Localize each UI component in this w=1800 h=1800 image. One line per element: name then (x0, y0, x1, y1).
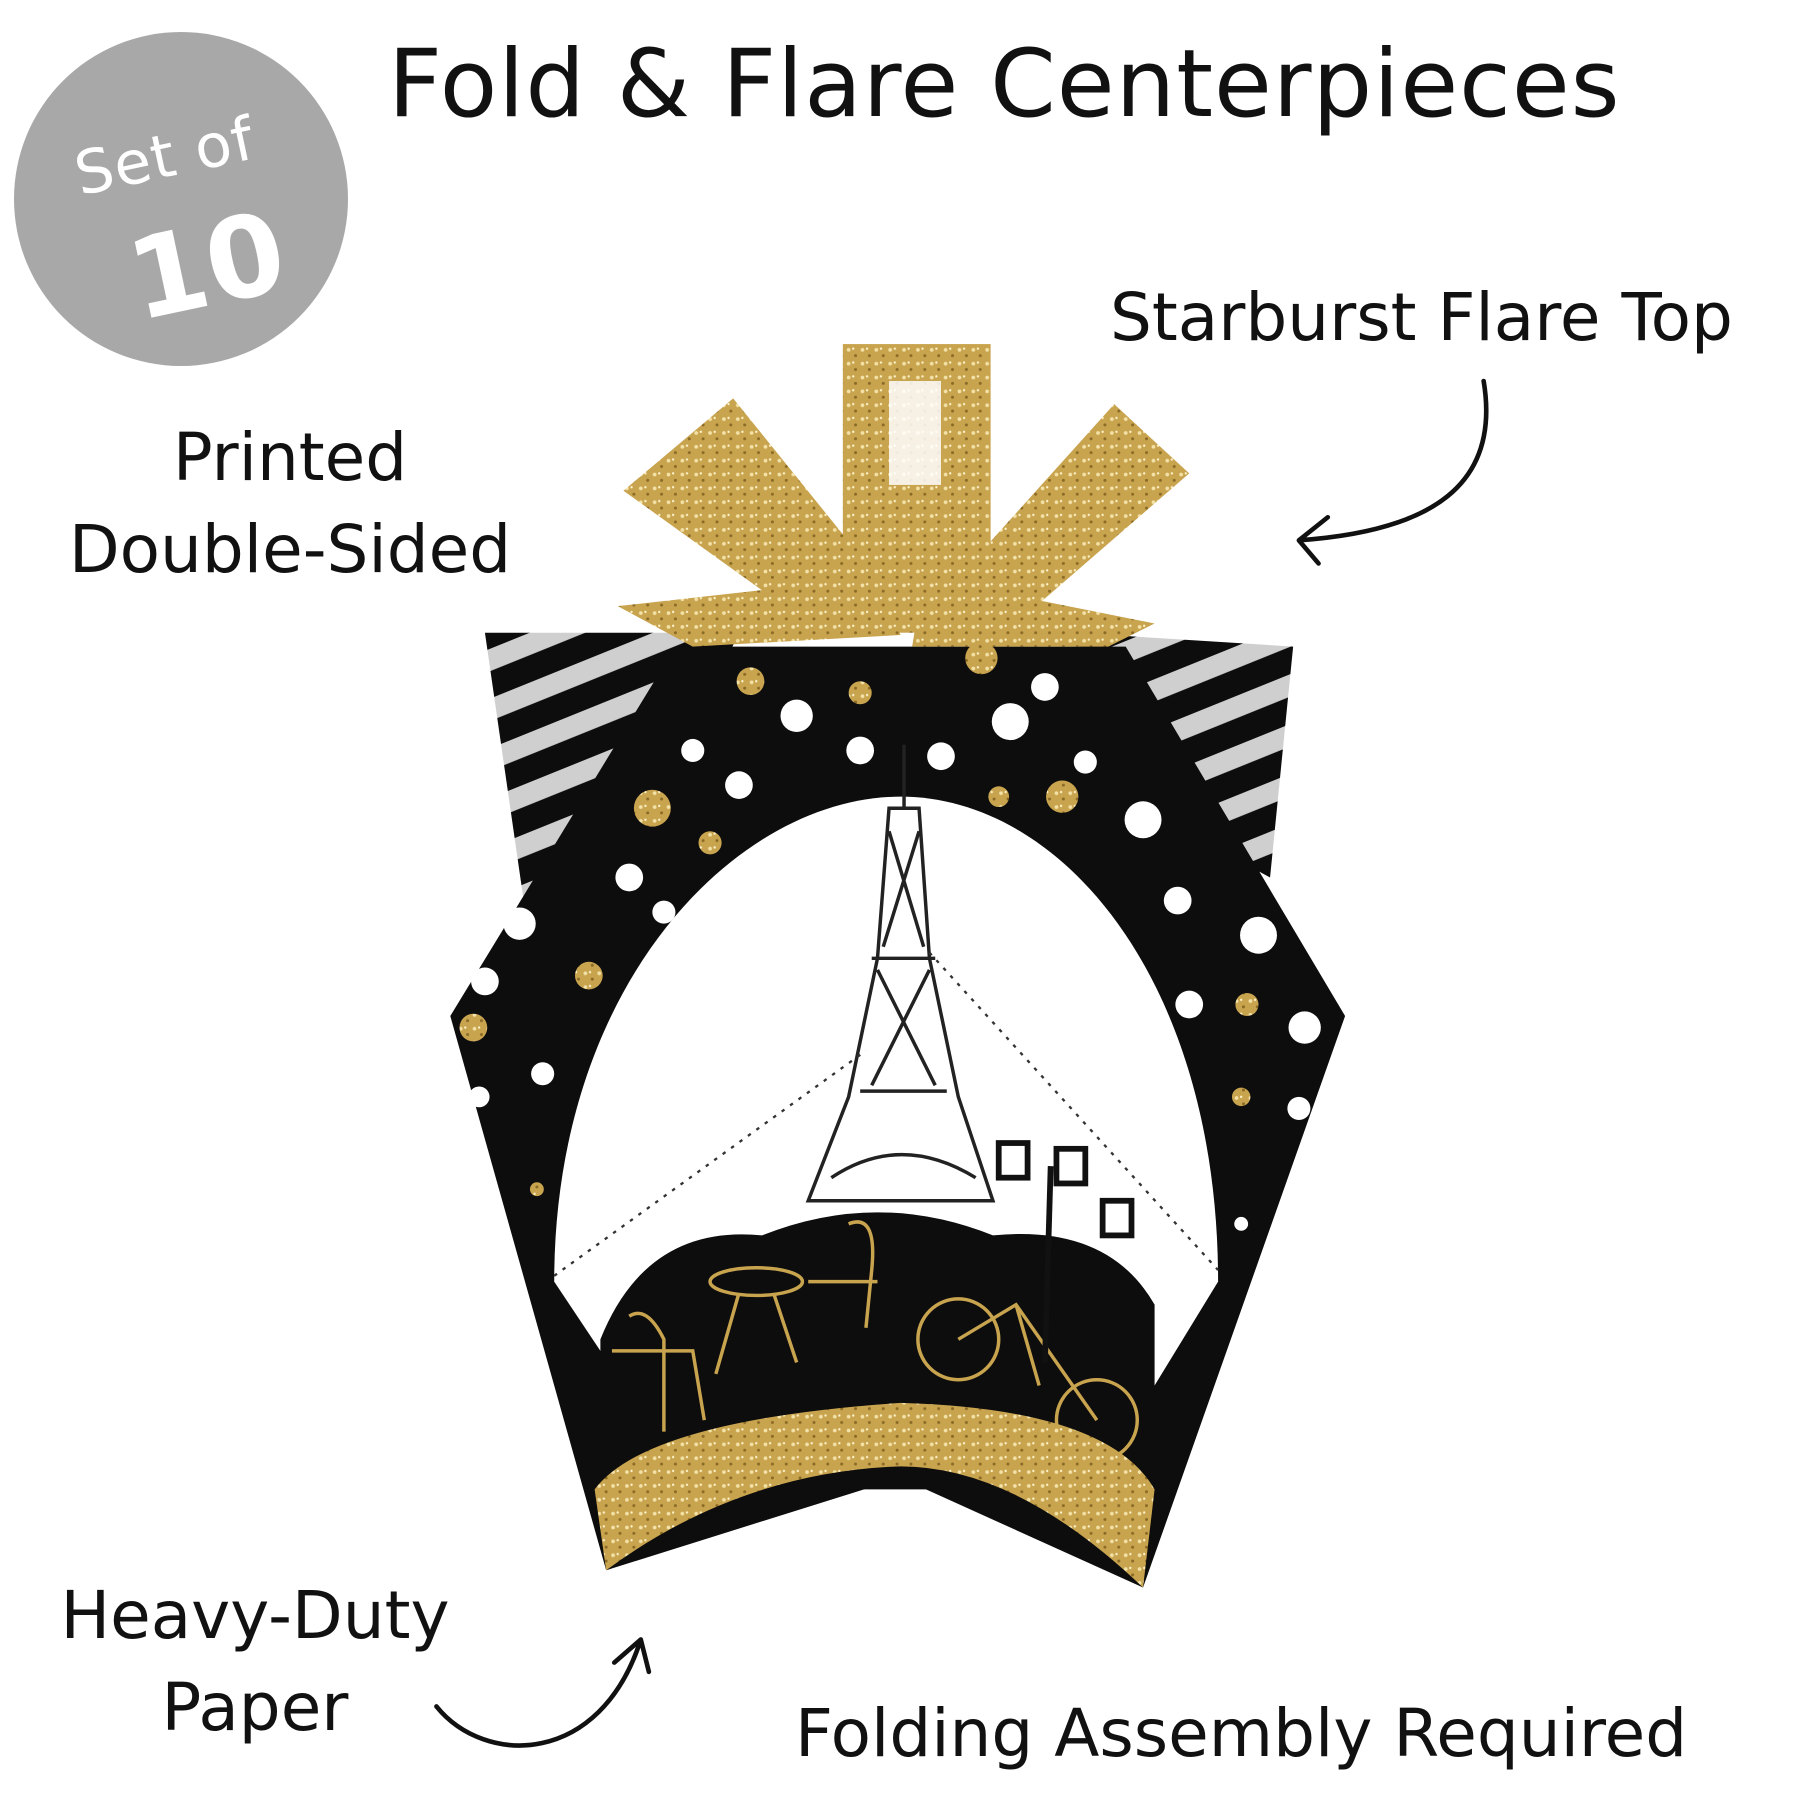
callout-printed-line2: Double-Sided (68, 511, 512, 588)
eiffel-tower-icon (805, 744, 996, 1203)
page-title: Fold & Flare Centerpieces (388, 30, 1621, 139)
callout-heavy-line2: Paper (161, 1669, 349, 1746)
starburst-flare-top (617, 344, 1190, 647)
badge-count: 10 (117, 187, 297, 347)
gold-dots (459, 641, 1259, 1197)
street-lamp-icon (995, 1140, 1135, 1363)
callout-folding: Folding Assembly Required (795, 1695, 1688, 1772)
gold-bottom-band (594, 1402, 1155, 1588)
callout-heavy-line1: Heavy-Duty (60, 1577, 450, 1654)
callout-printed-line1: Printed (172, 419, 408, 496)
callout-printed: Printed Double-Sided (30, 412, 550, 596)
callout-heavy-duty: Heavy-Duty Paper (30, 1570, 480, 1754)
set-of-10-badge: Set of 10 (14, 32, 348, 366)
callout-starburst: Starburst Flare Top (1110, 279, 1733, 356)
polka-dots (468, 673, 1321, 1231)
